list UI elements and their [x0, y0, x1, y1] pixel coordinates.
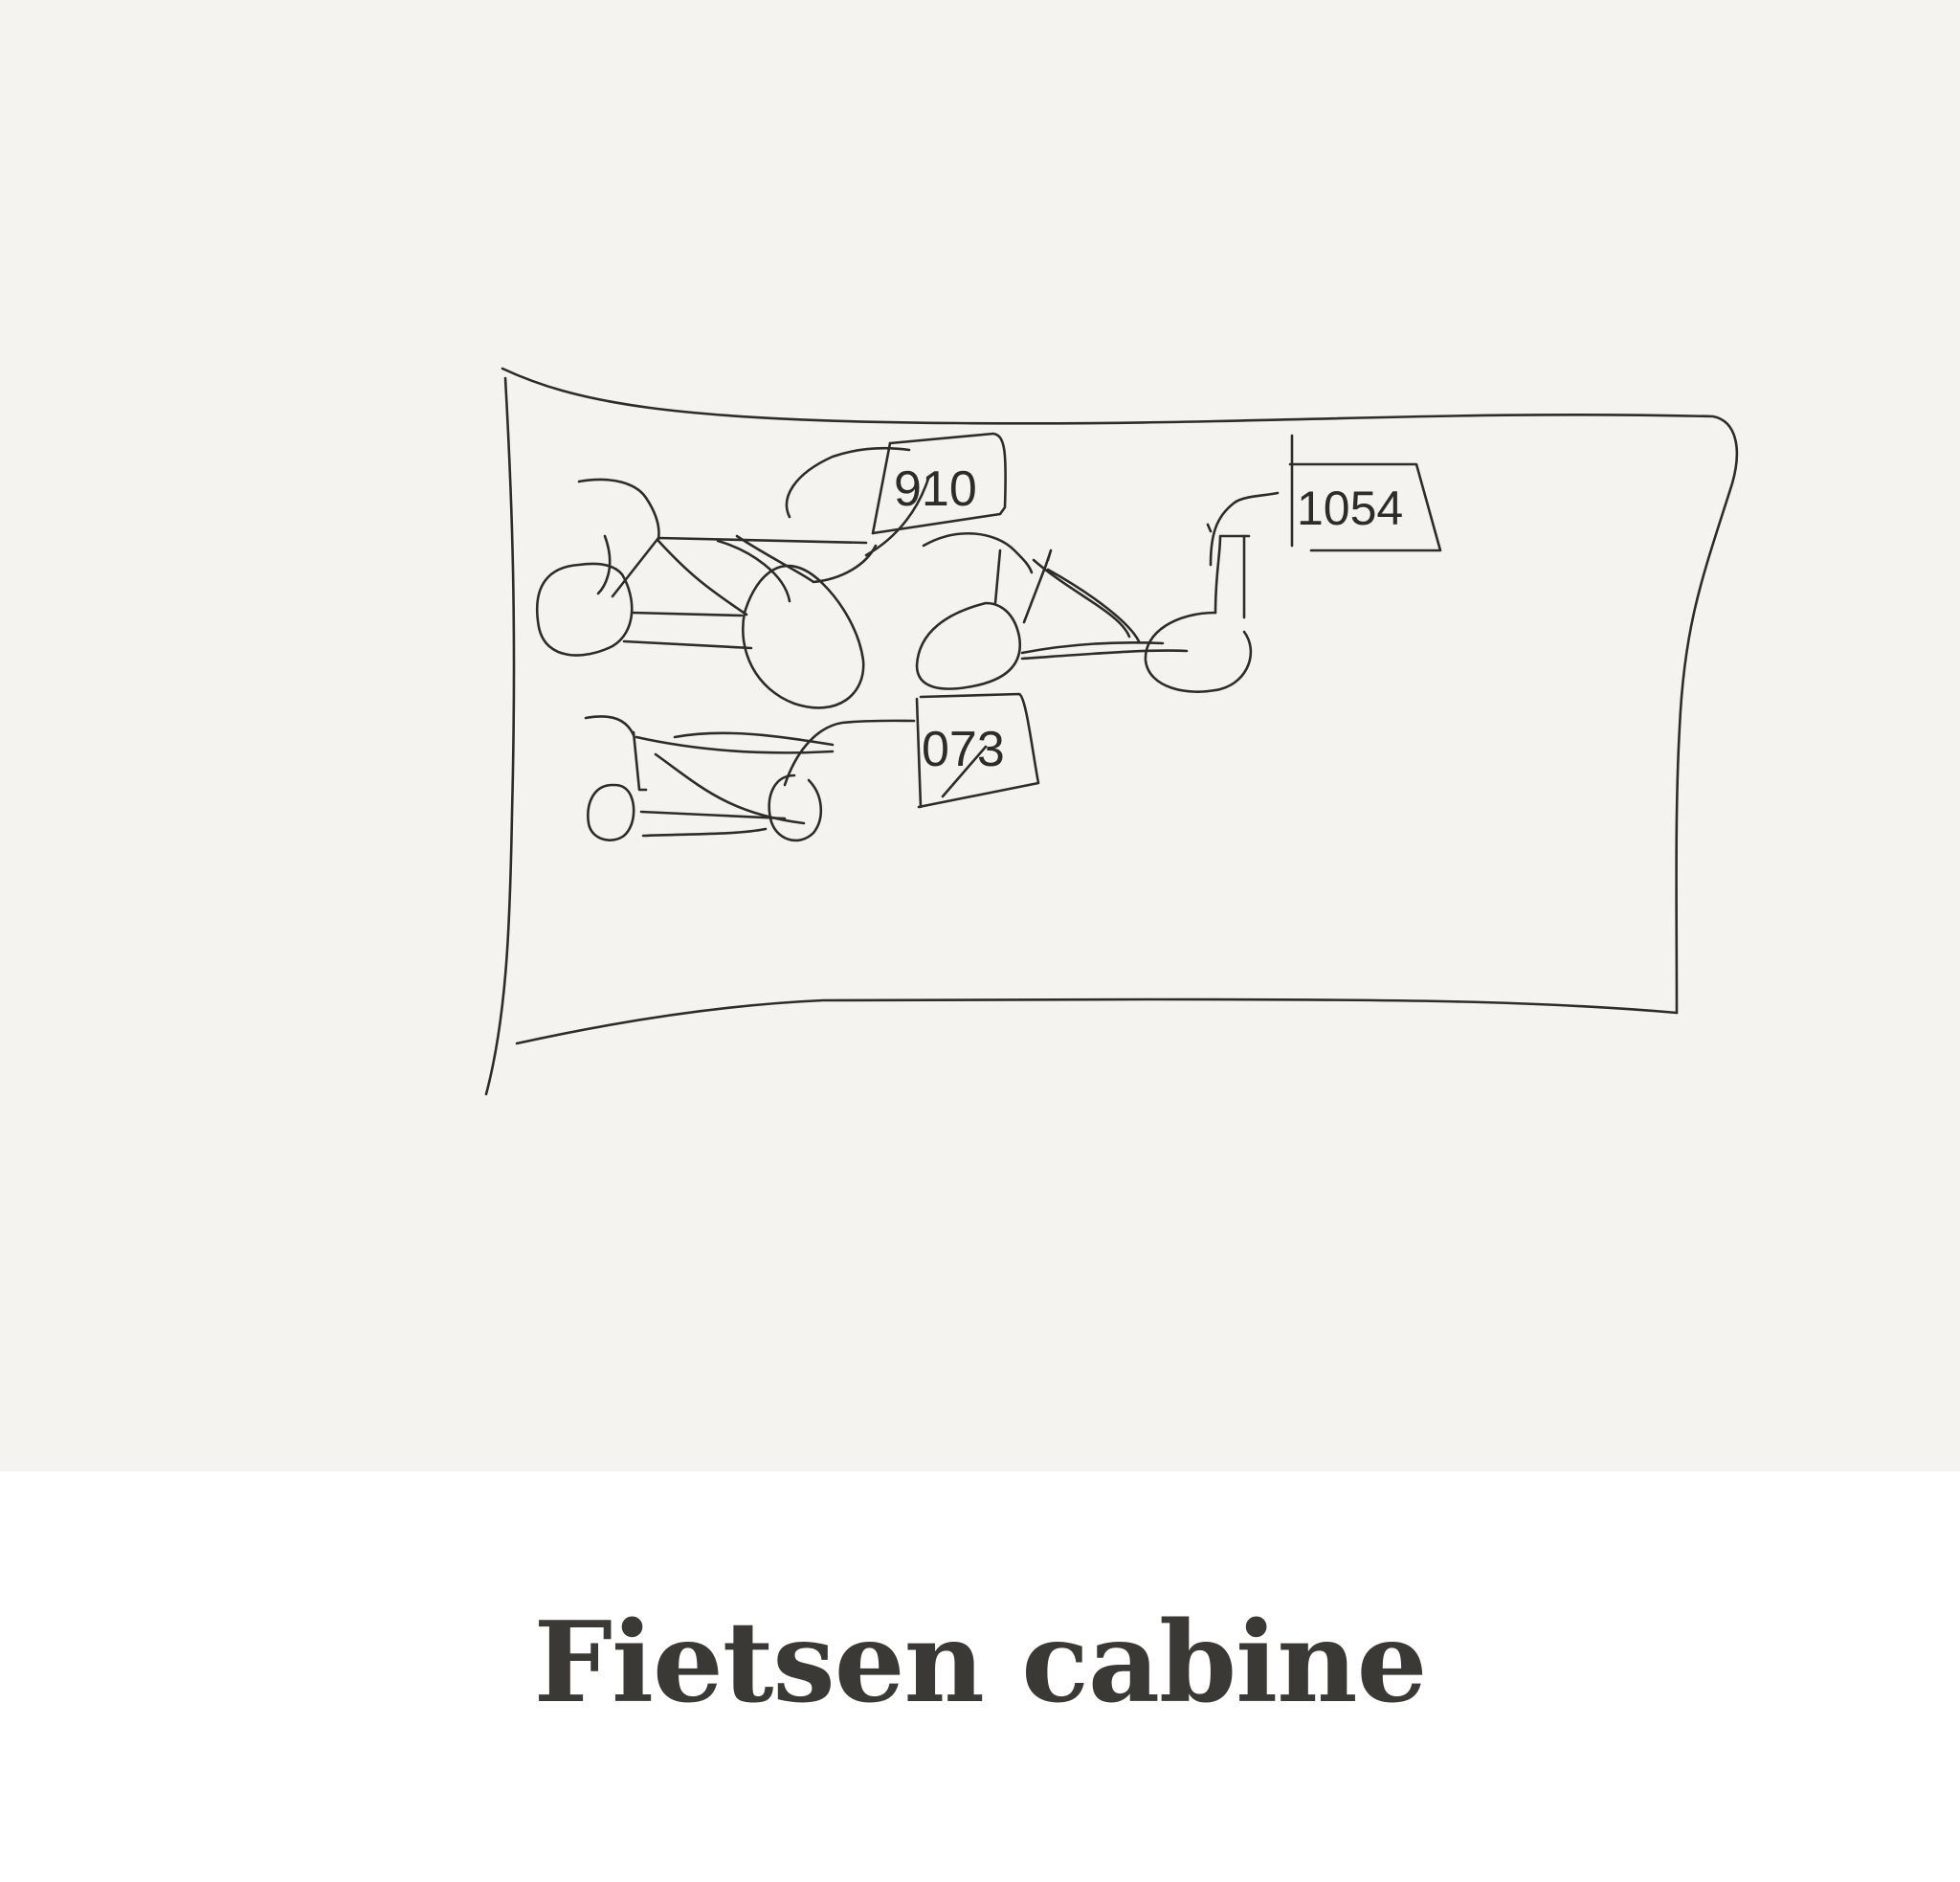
bike-1-drawing	[536, 446, 930, 709]
hand-drawn-sketch: 910 1054	[484, 367, 1739, 1096]
label-box-910: 910	[871, 432, 1007, 535]
label-910-text: 910	[894, 461, 977, 517]
label-box-1054: 1054	[1288, 434, 1442, 552]
cabin-outline	[484, 367, 1739, 1096]
sketch-canvas: 910 1054	[0, 0, 1960, 1471]
label-073-text: 073	[922, 722, 1005, 777]
bike-2-drawing	[915, 491, 1280, 693]
caption-panel: Fietsen cabine	[0, 1471, 1960, 1882]
label-1054-text: 1054	[1297, 482, 1403, 535]
page-title: Fietsen cabine	[533, 1598, 1428, 1728]
label-box-073: 073	[915, 692, 1040, 809]
bike-3-drawing	[584, 715, 916, 842]
